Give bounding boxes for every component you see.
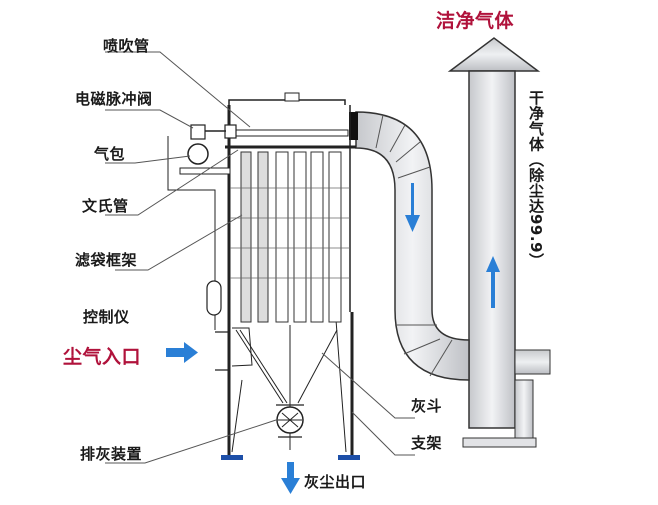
- label-air-bag: 气包: [94, 145, 126, 163]
- flow-up-arrow-icon: [486, 256, 500, 308]
- label-dust-outlet: 灰尘出口: [304, 473, 367, 491]
- filter-bag-grid: [230, 187, 350, 279]
- label-dust-inlet: 尘气入口: [63, 346, 142, 368]
- label-bag-frame: 滤袋框架: [75, 251, 138, 269]
- stack-cap: [447, 37, 541, 72]
- label-discharge-device: 排灰装置: [80, 445, 143, 463]
- outlet-arrow-icon: [281, 462, 300, 494]
- label-spray-pipe: 喷吹管: [103, 37, 150, 55]
- clean-air-duct: [349, 111, 470, 381]
- support-foot-left: [221, 455, 243, 460]
- label-clean-gas-side: 干净气体（除尘达99.9）: [527, 90, 545, 269]
- clean-gas-title: 洁净气体: [436, 10, 515, 32]
- support-foot-right: [338, 455, 360, 460]
- label-hopper: 灰斗: [411, 397, 443, 415]
- exhaust-stack: [447, 37, 551, 448]
- label-controller: 控制仪: [83, 308, 130, 326]
- leader-lines: [105, 51, 415, 464]
- stack-fan-stub: [514, 349, 551, 375]
- label-support: 支架: [411, 434, 443, 452]
- stack-base: [462, 437, 537, 448]
- stack-body: [468, 70, 516, 429]
- filter-bags: [240, 151, 342, 323]
- flow-down-arrow-icon: [405, 183, 420, 232]
- inlet-arrow-icon: [166, 342, 198, 363]
- label-venturi: 文氏管: [82, 197, 129, 215]
- label-pulse-valve: 电磁脉冲阀: [75, 90, 153, 108]
